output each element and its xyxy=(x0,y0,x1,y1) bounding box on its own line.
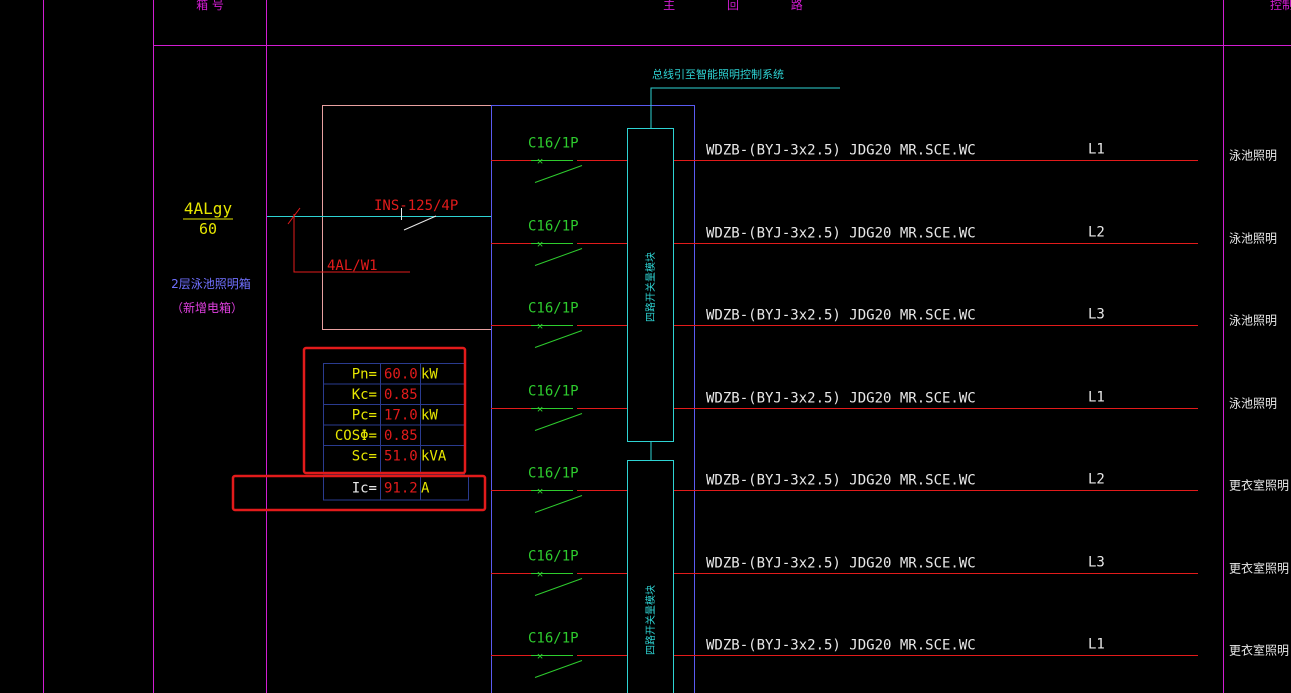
breaker-trip-mark: × xyxy=(537,320,544,333)
phase-label: L3 xyxy=(1088,307,1105,323)
breaker-blade xyxy=(534,413,583,431)
phase-label: L3 xyxy=(1088,555,1105,571)
cable-spec: WDZB-(BYJ-3x2.5) JDG20 MR.SCE.WC xyxy=(706,638,976,654)
breaker-blade xyxy=(534,495,583,513)
circuit-row: × C16/1P WDZB-(BYJ-3x2.5) JDG20 MR.SCE.WC L… xyxy=(491,549,1289,596)
circuit-use: 泳池照明 xyxy=(1229,232,1277,246)
load-value: 60.0 xyxy=(384,367,418,383)
load-unit: kVA xyxy=(421,449,447,465)
breaker-trip-mark: × xyxy=(537,485,544,498)
load-label: Sc= xyxy=(352,449,377,465)
breaker-trip-mark: × xyxy=(537,155,544,168)
load-unit: kW xyxy=(421,367,438,383)
load-value: 51.0 xyxy=(384,449,418,465)
circuit-use: 泳池照明 xyxy=(1229,397,1277,411)
phase-label: L2 xyxy=(1088,472,1105,488)
cable-spec: WDZB-(BYJ-3x2.5) JDG20 MR.SCE.WC xyxy=(706,226,976,242)
incoming-cable-leader xyxy=(293,214,410,273)
breaker-label: C16/1P xyxy=(528,549,579,565)
header-box-no: 箱 号 xyxy=(196,0,224,12)
breaker-blade xyxy=(534,578,583,596)
phase-label: L2 xyxy=(1088,225,1105,241)
header-main-circuit: 主 回 路 xyxy=(663,0,827,12)
breaker-trip-mark: × xyxy=(537,403,544,416)
breaker-label: C16/1P xyxy=(528,466,579,482)
current-unit: A xyxy=(421,481,430,497)
circuit-row: × C16/1P WDZB-(BYJ-3x2.5) JDG20 MR.SCE.WC L… xyxy=(491,631,1289,678)
switch-module-2: 四路开关量模块 xyxy=(627,460,674,693)
circuit-use: 更衣室照明 xyxy=(1229,643,1289,658)
module-label: 四路开关量模块 xyxy=(644,585,657,655)
current-label: Ic= xyxy=(352,481,377,497)
panel-desc-line2: （新增电箱） xyxy=(171,300,243,315)
cable-spec: WDZB-(BYJ-3x2.5) JDG20 MR.SCE.WC xyxy=(706,391,976,407)
incoming-section xyxy=(267,105,492,330)
breaker-blade xyxy=(534,330,583,348)
load-label: Kc= xyxy=(352,387,377,403)
load-unit: kW xyxy=(421,408,438,424)
breaker-blade xyxy=(534,248,583,266)
header-control: 控制 xyxy=(1270,0,1291,12)
circuit-row: × C16/1P WDZB-(BYJ-3x2.5) JDG20 MR.SCE.WC L… xyxy=(491,466,1289,513)
incoming-switch-blade xyxy=(403,215,437,231)
current-value: 91.2 xyxy=(384,481,418,497)
highlight-box-current xyxy=(231,474,487,512)
breaker-trip-mark: × xyxy=(537,568,544,581)
incoming-switch-label: INS-125/4P xyxy=(374,198,458,214)
breaker-label: C16/1P xyxy=(528,219,579,235)
cable-spec: WDZB-(BYJ-3x2.5) JDG20 MR.SCE.WC xyxy=(706,308,976,324)
cable-spec: WDZB-(BYJ-3x2.5) JDG20 MR.SCE.WC xyxy=(706,473,976,489)
circuit-row: × C16/1P WDZB-(BYJ-3x2.5) JDG20 MR.SCE.WC L… xyxy=(491,136,1277,183)
frame-grid xyxy=(43,0,1291,693)
circuit-row: × C16/1P WDZB-(BYJ-3x2.5) JDG20 MR.SCE.WC L… xyxy=(491,219,1277,266)
module-label: 四路开关量模块 xyxy=(644,252,657,322)
phase-label: L1 xyxy=(1088,637,1105,653)
load-label: Pn= xyxy=(352,367,377,383)
phase-label: L1 xyxy=(1088,390,1105,406)
circuit-use: 泳池照明 xyxy=(1229,149,1277,163)
breaker-label: C16/1P xyxy=(528,301,579,317)
breaker-label: C16/1P xyxy=(528,136,579,152)
phase-label: L1 xyxy=(1088,142,1105,158)
breaker-trip-mark: × xyxy=(537,650,544,663)
circuit-row: × C16/1P WDZB-(BYJ-3x2.5) JDG20 MR.SCE.WC L… xyxy=(491,301,1277,348)
circuit-use: 泳池照明 xyxy=(1229,314,1277,328)
breaker-blade xyxy=(534,165,583,183)
circuit-use: 更衣室照明 xyxy=(1229,561,1289,576)
circuit-rows: × C16/1P WDZB-(BYJ-3x2.5) JDG20 MR.SCE.WC L… xyxy=(491,136,1289,678)
circuit-row: × C16/1P WDZB-(BYJ-3x2.5) JDG20 MR.SCE.WC L… xyxy=(491,384,1277,431)
incoming-cable-label: 4AL/W1 xyxy=(327,258,378,274)
busbar xyxy=(491,105,695,693)
breaker-trip-mark: × xyxy=(537,238,544,251)
load-value: 0.85 xyxy=(384,387,418,403)
panel-id: 4ALgy xyxy=(184,199,233,218)
breaker-label: C16/1P xyxy=(528,384,579,400)
cable-spec: WDZB-(BYJ-3x2.5) JDG20 MR.SCE.WC xyxy=(706,556,976,572)
breaker-label: C16/1P xyxy=(528,631,579,647)
breaker-blade xyxy=(534,660,583,678)
load-value: 0.85 xyxy=(384,428,418,444)
panel-desc-line1: 2层泳池照明箱 xyxy=(171,276,251,291)
control-bus-line xyxy=(650,87,840,128)
control-note: 总线引至智能照明控制系统 xyxy=(652,67,784,81)
load-label: COSΦ= xyxy=(335,428,377,444)
panel-number: 60 xyxy=(199,220,217,238)
load-value: 17.0 xyxy=(384,408,418,424)
highlight-box-load xyxy=(302,346,467,475)
load-label: Pc= xyxy=(352,408,377,424)
cable-spec: WDZB-(BYJ-3x2.5) JDG20 MR.SCE.WC xyxy=(706,143,976,159)
circuit-use: 更衣室照明 xyxy=(1229,478,1289,493)
